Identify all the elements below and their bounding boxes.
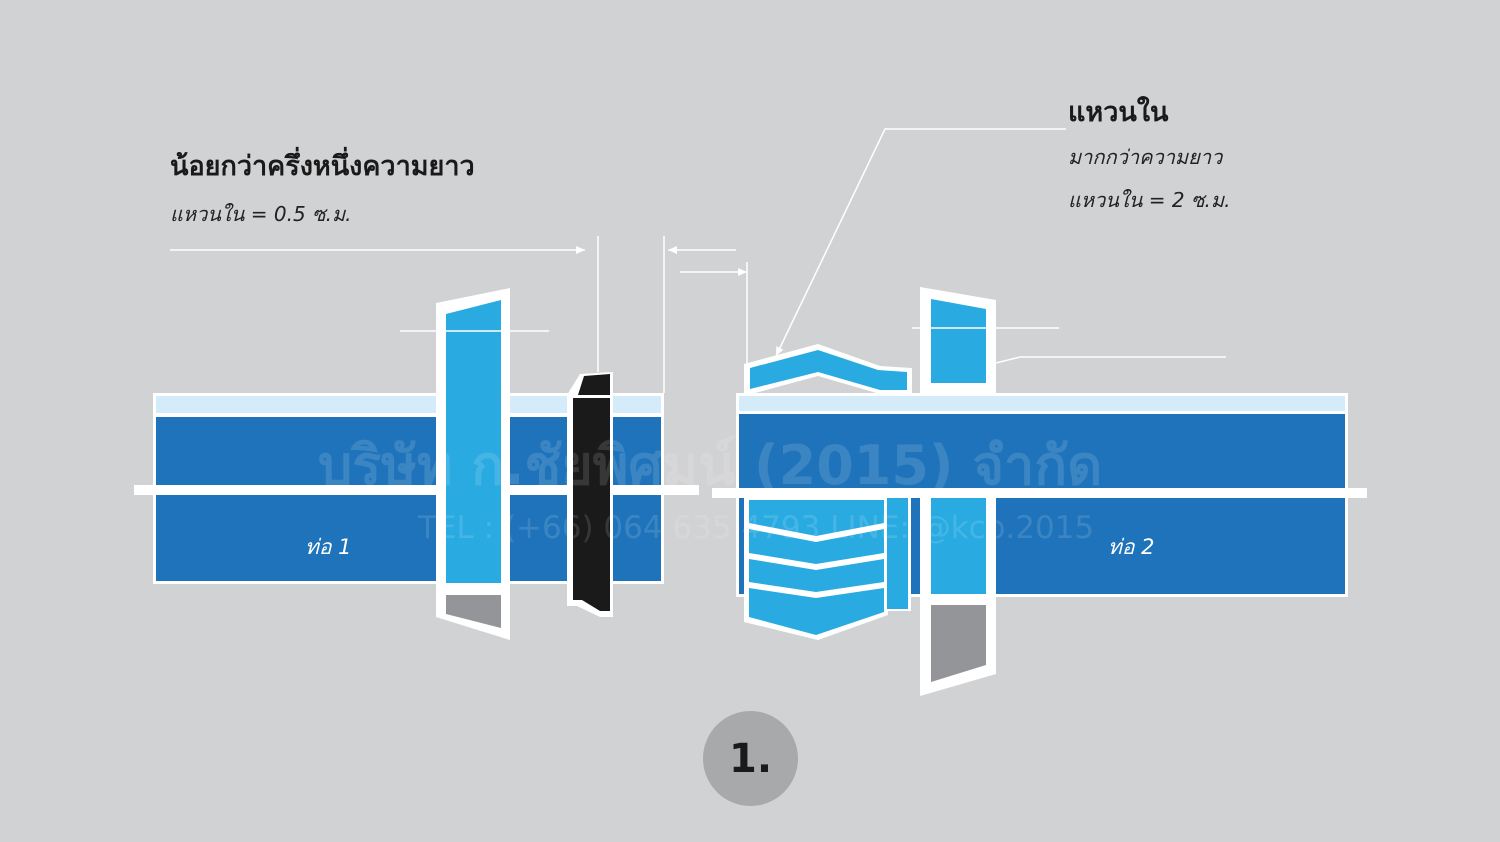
pipe-2-centerline — [712, 488, 1367, 498]
pipe-1-centerline — [134, 485, 699, 495]
flange-ring-right — [920, 287, 996, 696]
right-line-2: แหวนใน = 2 ซ.ม. — [1068, 188, 1231, 212]
step-number: 1. — [728, 735, 773, 782]
right-title: แหวนใน — [1068, 97, 1169, 128]
pipe-2-label: ท่อ 2 — [1108, 535, 1155, 559]
left-title: น้อยกว่าครึ่งหนึ่งความยาว — [170, 151, 475, 182]
left-subtitle: แหวนใน = 0.5 ซ.ม. — [170, 202, 352, 226]
pipe-1-label: ท่อ 1 — [305, 535, 352, 559]
right-line-1: มากกว่าความยาว — [1068, 145, 1223, 169]
flange-ring-left — [436, 288, 510, 640]
inner-ring-wedge — [744, 344, 912, 396]
dimension-lines — [170, 128, 1226, 393]
threaded-insert — [744, 497, 911, 640]
gasket-black — [567, 372, 613, 617]
step-number-badge: 1. — [703, 711, 798, 806]
